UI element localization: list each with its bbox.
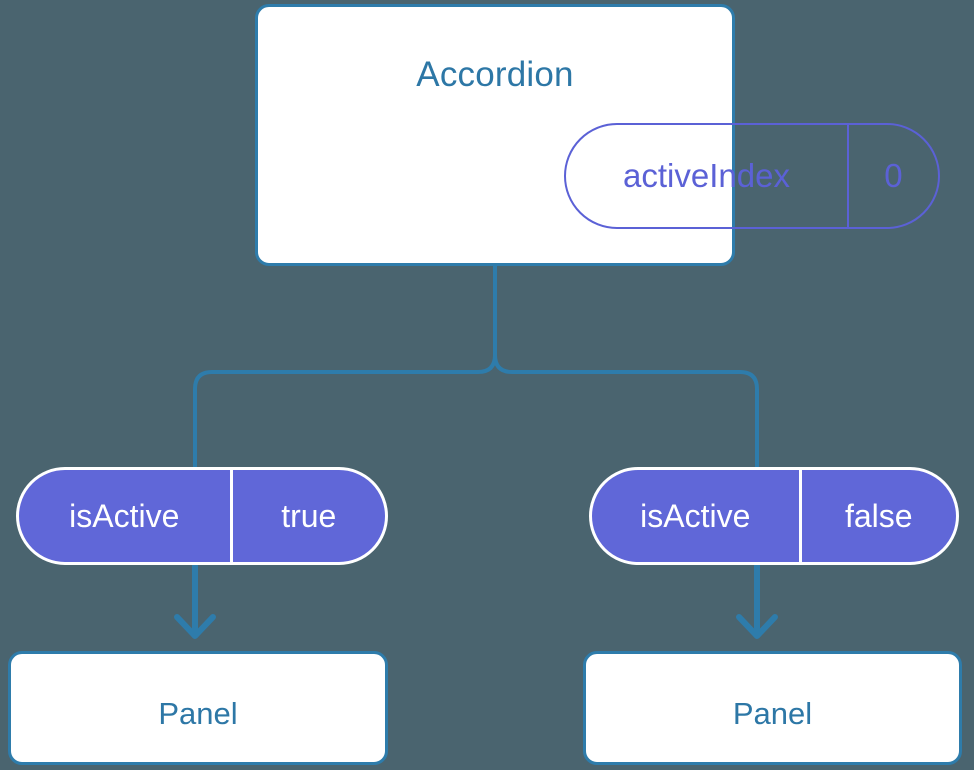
right-prop-pill[interactable]: isActive false — [589, 467, 959, 565]
left-panel-node-card[interactable]: Panel — [8, 651, 388, 765]
left-prop-pill[interactable]: isActive true — [16, 467, 388, 565]
left-arrow-head-icon — [174, 614, 216, 639]
accordion-state-value: 0 — [846, 125, 938, 227]
accordion-state-key: activeIndex — [623, 157, 790, 194]
right-arrow-head-icon — [736, 614, 778, 639]
right-panel-node-card[interactable]: Panel — [583, 651, 962, 765]
accordion-node-card[interactable]: Accordion activeIndex 0 — [255, 4, 940, 266]
right-prop-key: isActive — [640, 497, 751, 534]
connector-root-to-left — [193, 264, 497, 469]
right-panel-node-title: Panel — [732, 696, 813, 731]
right-prop-value: false — [798, 470, 956, 562]
left-panel-node-title: Panel — [158, 696, 238, 731]
left-prop-key: isActive — [69, 497, 180, 534]
accordion-state-pill[interactable]: activeIndex 0 — [564, 123, 940, 229]
accordion-node-title: Accordion — [416, 55, 574, 94]
left-prop-value: true — [229, 470, 385, 562]
connector-root-to-right — [493, 264, 759, 469]
